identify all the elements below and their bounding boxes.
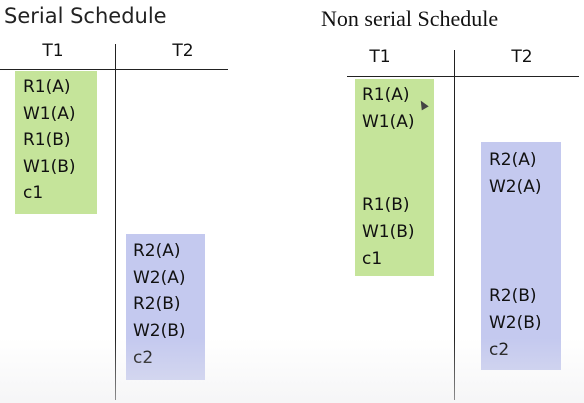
serial-t1-header: T1	[42, 41, 64, 61]
serial-header-rule	[0, 69, 228, 70]
nonserial-t2-block: R2(A) W2(A) R2(B) W2(B) c2	[481, 142, 561, 370]
nonserial-header-rule	[347, 76, 579, 77]
serial-t2-op: R2(A)	[133, 241, 181, 261]
nonserial-schedule-title: Non serial Schedule	[321, 6, 499, 31]
serial-t2-op: W2(A)	[133, 268, 186, 288]
nonserial-t1-block: R1(A) W1(A) R1(B) W1(B) c1	[355, 79, 434, 276]
serial-t1-op: R1(B)	[23, 130, 71, 150]
nonserial-t2-op: R2(B)	[489, 286, 537, 306]
nonserial-t1-header: T1	[369, 47, 391, 67]
nonserial-t2-op: W2(A)	[489, 177, 542, 197]
nonserial-column-divider	[454, 50, 455, 400]
nonserial-t1-op: R1(B)	[362, 195, 410, 215]
serial-t1-op: R1(A)	[23, 77, 71, 97]
nonserial-t2-header: T2	[511, 47, 533, 67]
serial-schedule-title: Serial Schedule	[4, 4, 167, 28]
nonserial-t1-op: W1(B)	[362, 222, 415, 242]
nonserial-t2-op: R2(A)	[489, 150, 537, 170]
bottom-shadow	[0, 338, 584, 403]
serial-t1-op: c1	[23, 183, 44, 203]
serial-column-divider	[115, 44, 116, 400]
nonserial-t1-op: W1(A)	[362, 112, 415, 132]
serial-t1-op: W1(B)	[23, 157, 76, 177]
nonserial-t2-op: W2(B)	[489, 313, 542, 333]
serial-t2-op: R2(B)	[133, 294, 181, 314]
serial-t2-op: W2(B)	[133, 321, 186, 341]
serial-t2-header: T2	[172, 41, 194, 61]
serial-t1-op: W1(A)	[23, 104, 76, 124]
nonserial-t1-op: c1	[362, 249, 383, 269]
nonserial-t1-op: R1(A)	[362, 85, 410, 105]
serial-t1-block: R1(A) W1(A) R1(B) W1(B) c1	[15, 71, 97, 214]
